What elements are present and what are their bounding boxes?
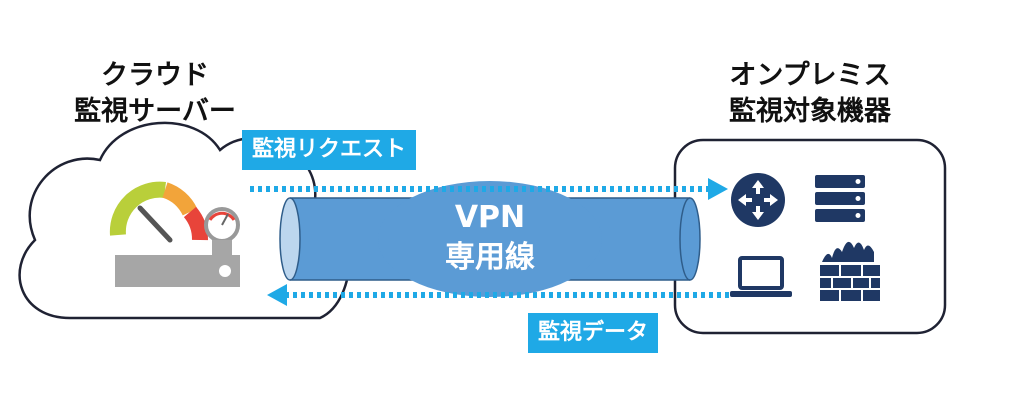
- laptop-icon: [730, 256, 792, 297]
- server-rack-icon: [115, 240, 240, 287]
- cloud-title: クラウド 監視サーバー: [55, 58, 255, 130]
- onprem-frame: [673, 138, 947, 335]
- firewall-icon: [820, 241, 880, 301]
- server-icon: [815, 175, 865, 222]
- router-icon: [731, 173, 785, 227]
- cloud-title-line2: 監視サーバー: [74, 96, 236, 127]
- onprem-title-line1: オンプレミス: [729, 60, 891, 91]
- onprem-title: オンプレミス 監視対象機器: [690, 58, 930, 130]
- gauge-icon: [109, 181, 240, 243]
- tunnel-line2: 専用線: [445, 240, 535, 275]
- tunnel-label: VPN 専用線: [390, 198, 590, 278]
- onprem-title-line2: 監視対象機器: [729, 96, 891, 127]
- cloud-title-line1: クラウド: [101, 60, 209, 91]
- request-label: 監視リクエスト: [242, 130, 417, 170]
- tunnel-line1: VPN: [454, 200, 526, 235]
- data-label: 監視データ: [528, 313, 659, 353]
- vpn-tunnel: [279, 181, 701, 297]
